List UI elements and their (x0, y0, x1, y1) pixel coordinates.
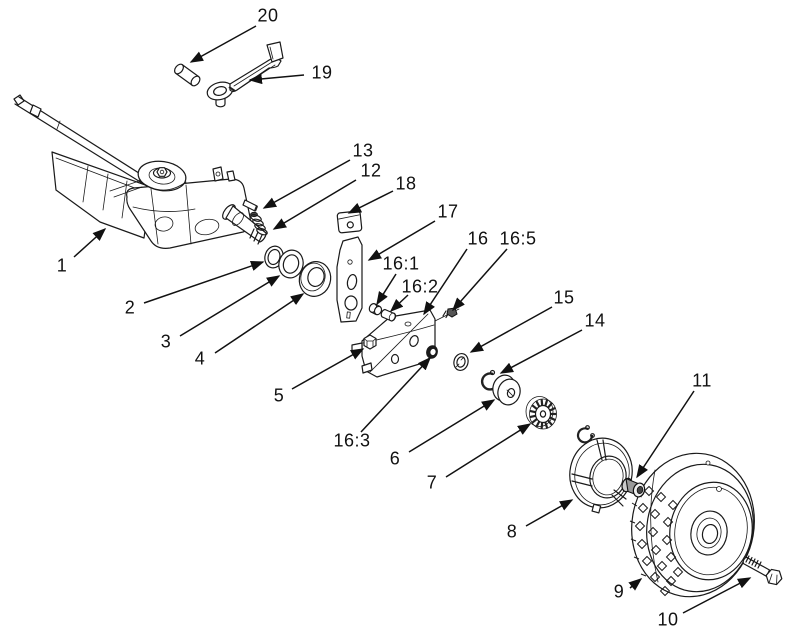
callout-label-flat-washer: 2 (124, 297, 136, 318)
leader-arrow-gear-case-bracket (423, 248, 468, 316)
output-shaft (222, 204, 267, 245)
leader-arrow-shoulder-bolt (682, 577, 752, 614)
leader-arrow-bracket-bushing (376, 273, 397, 306)
callout-label-bracket-pin: 16:2 (401, 276, 439, 297)
drive-shaft (13, 94, 154, 189)
callout-label-push-nut: 15 (553, 287, 575, 308)
leader-arrow-compression-spring (272, 179, 357, 230)
leader-arrow-flange-bushing (636, 390, 695, 479)
leader-arrow-control-lever (248, 73, 305, 85)
push-nut (453, 352, 469, 372)
hex-nut (363, 334, 377, 350)
leader-arrow-gear-case-and-frame-assembly (73, 227, 107, 258)
callout-label-hex-nut: 5 (273, 385, 285, 406)
callout-label-grommet: 16:3 (333, 430, 371, 451)
leader-arrow-thrust-washer (179, 275, 281, 337)
callout-label-flange-bushing: 11 (692, 370, 712, 391)
bracket-pin (380, 308, 397, 322)
callout-label-wheel-cover: 8 (506, 521, 518, 542)
callout-label-bracket-screw: 16:5 (499, 228, 537, 249)
leader-arrow-roll-pin (262, 159, 351, 209)
leader-arrow-bracket-pin (389, 294, 409, 313)
pinion-gear (525, 396, 557, 430)
callout-label-gear-case-bracket: 16 (467, 228, 489, 249)
leader-arrow-grommet (360, 356, 432, 433)
tire-tread (629, 484, 684, 597)
callout-label-shoulder-bolt: 10 (657, 609, 679, 630)
callout-label-clip-bracket: 18 (395, 173, 417, 194)
e-ring-2 (576, 425, 595, 444)
leader-arrow-gear-hub (408, 399, 496, 453)
roll-pin (242, 199, 259, 212)
wheel-cover (569, 437, 633, 514)
leader-arrow-wheel-tire (628, 578, 643, 591)
shift-plate (336, 236, 363, 323)
grommet (426, 345, 438, 359)
callout-label-thrust-washer: 3 (160, 331, 172, 352)
frame-arm (51, 151, 152, 239)
seal-cup (298, 261, 332, 297)
leader-arrow-bracket-screw (452, 248, 508, 312)
callout-label-roll-pin: 13 (352, 140, 374, 161)
thrust-washer (278, 249, 304, 279)
leader-arrow-clip-bracket (347, 190, 394, 214)
callout-label-compression-spring: 12 (360, 160, 382, 181)
bracket-bushing (368, 303, 383, 316)
callout-label-wheel-tire: 9 (613, 581, 625, 602)
leader-arrow-pinion-gear (445, 423, 532, 478)
callout-label-pinion-gear: 7 (426, 472, 438, 493)
leader-arrow-flat-washer (143, 260, 265, 304)
leader-arrow-wheel-cover (525, 499, 574, 527)
callout-label-clevis-pin: 20 (257, 5, 279, 26)
shoulder-bolt (742, 555, 783, 586)
control-lever (206, 41, 284, 108)
leader-arrow-clevis-pin (189, 25, 257, 63)
callout-label-bracket-bushing: 16:1 (382, 253, 420, 274)
clip-bracket (336, 210, 363, 234)
compression-spring (250, 211, 268, 236)
clevis-pin (174, 63, 201, 87)
wheel-tire (629, 452, 755, 598)
callout-label-seal-cup: 4 (194, 348, 206, 369)
callout-label-e-ring: 14 (584, 310, 606, 331)
flange-bushing (621, 477, 646, 498)
callout-label-shift-plate: 17 (437, 201, 459, 222)
leader-arrow-e-ring (499, 329, 583, 374)
pinion-gear-teeth (529, 398, 557, 430)
leader-arrow-seal-cup (214, 293, 305, 354)
leader-arrow-push-nut (469, 306, 553, 353)
gear-hub (492, 374, 521, 406)
callout-label-control-lever: 19 (311, 62, 333, 83)
leader-arrow-hex-nut (291, 348, 365, 390)
callout-label-gear-case-and-frame-assembly: 1 (56, 255, 68, 276)
leader-arrow-shift-plate (367, 220, 436, 261)
belt-pulley (109, 160, 187, 198)
leader-arrows (73, 25, 752, 614)
callout-label-gear-hub: 6 (389, 448, 401, 469)
